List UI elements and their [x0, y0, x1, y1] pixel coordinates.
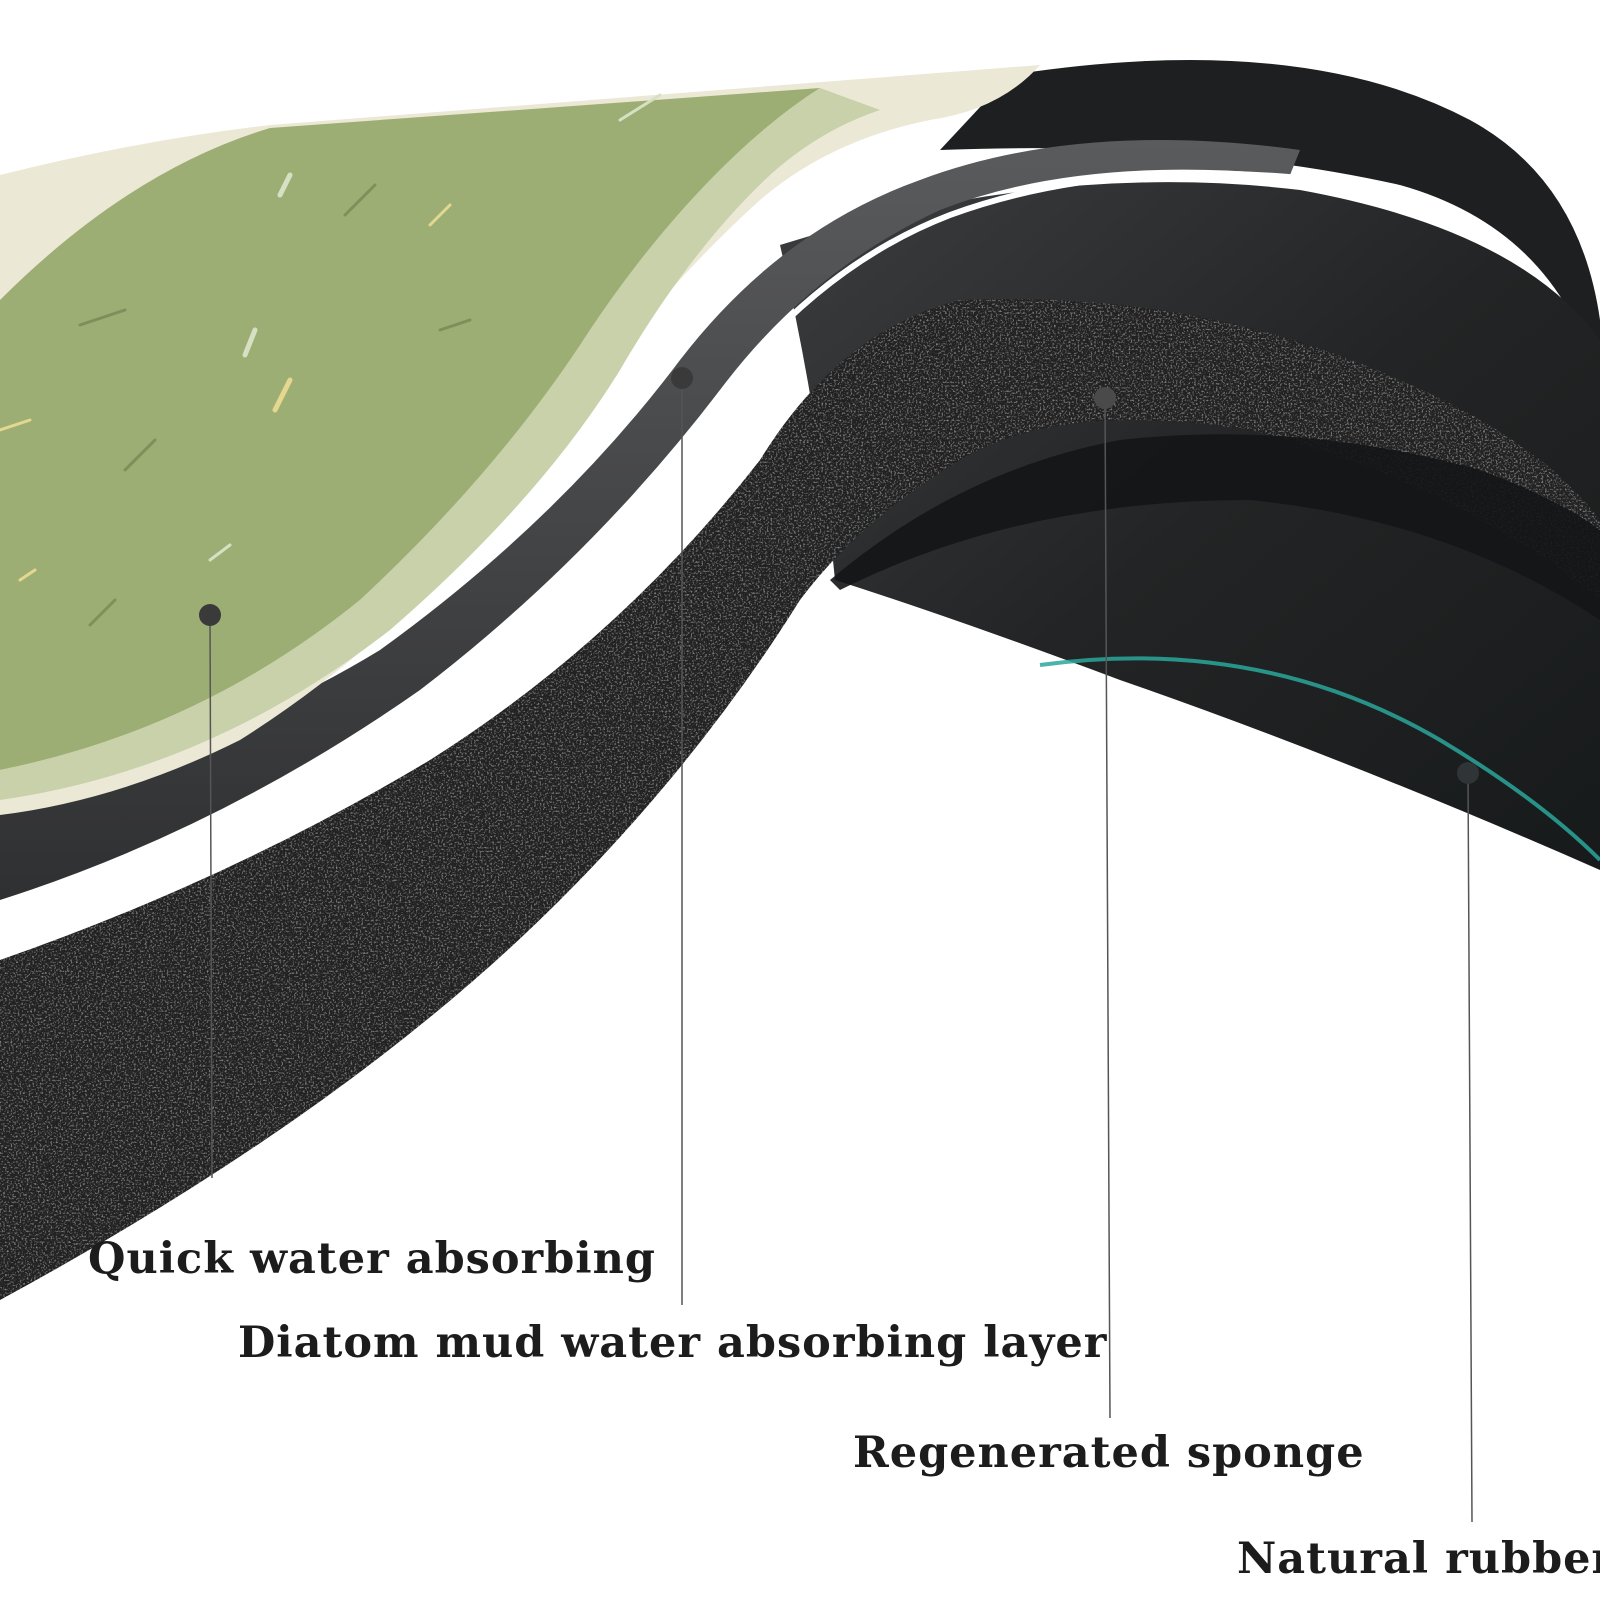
- callout-dot-sponge: [1094, 387, 1116, 409]
- callout-dot-quick: [199, 604, 221, 626]
- label-diatom-mud-layer: Diatom mud water absorbing layer: [238, 1318, 1108, 1368]
- callout-lines: [209, 378, 1473, 1523]
- callout-dot-rubber: [1457, 762, 1479, 784]
- callout-line-quick: [209, 614, 213, 1179]
- quick-water-absorbing-surface: [0, 88, 820, 770]
- callout-dot-diatom: [671, 367, 693, 389]
- callout-line-rubber: [1467, 772, 1473, 1523]
- sponge-underside-shadow: [830, 434, 1600, 620]
- label-regenerated-sponge: Regenerated sponge: [853, 1428, 1365, 1478]
- surface-sage-band: [0, 88, 880, 800]
- label-quick-water-absorbing: Quick water absorbing: [88, 1234, 656, 1284]
- callout-line-sponge: [1104, 397, 1111, 1419]
- underside-teal-highlight: [1039, 656, 1600, 862]
- surface-specks: [0, 93, 662, 627]
- callout-dots: [199, 367, 1479, 784]
- diatom-mud-layer: [0, 140, 1300, 900]
- regenerated-sponge-layer: [0, 299, 1600, 1300]
- white-separation-line: [0, 170, 1301, 908]
- label-natural-rubber: Natural rubber: [1237, 1534, 1600, 1584]
